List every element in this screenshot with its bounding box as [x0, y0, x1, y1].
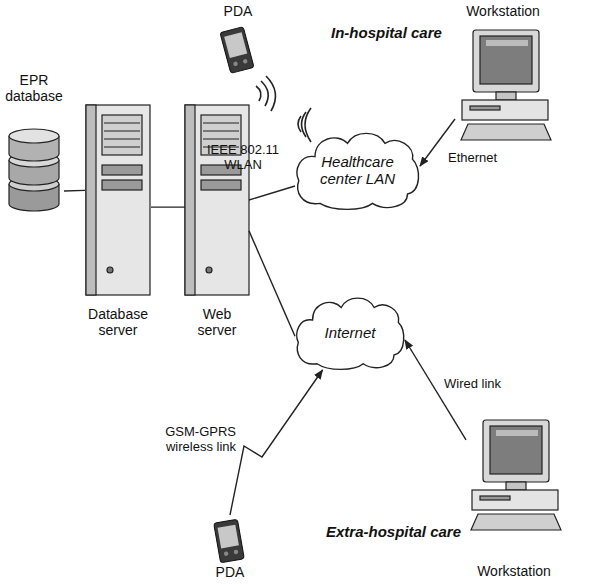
workstation-icon [461, 30, 551, 140]
device-label: Web server [192, 306, 242, 338]
device-label: Database server [85, 306, 151, 338]
drawing-part [483, 420, 549, 482]
drawing-part [201, 180, 241, 190]
drawing-part [203, 138, 239, 139]
device-label: PDA [216, 564, 245, 580]
workstation-node: Workstation [455, 3, 551, 148]
cloud-outline [297, 298, 404, 369]
drawing-part [224, 551, 229, 556]
network-cloud: Healthcare center LAN [295, 130, 420, 210]
device-label: Workstation [477, 563, 551, 579]
network-link [64, 190, 85, 192]
drawing-part [470, 106, 500, 110]
drawing-part [261, 81, 268, 106]
drawing-part [224, 32, 247, 58]
workstation-icon [471, 420, 561, 530]
drawing-part [102, 165, 142, 175]
server-node: Web server [185, 100, 249, 338]
drawing-part [496, 430, 538, 436]
drawing-part [102, 115, 142, 155]
drawing-part [506, 482, 526, 490]
cloud-outline [297, 133, 418, 209]
drawing-part [220, 27, 254, 74]
link-label: Wired link [443, 376, 502, 391]
drawing-part [107, 267, 113, 273]
pda-node: PDA [207, 515, 253, 580]
drawing-part [305, 108, 311, 142]
drawing-part [473, 30, 539, 92]
drawing-part [461, 124, 551, 140]
database-node: EPR database [4, 72, 64, 212]
drawing-part [486, 40, 528, 46]
server-node: Database server [85, 100, 151, 338]
device-label: PDA [224, 3, 253, 19]
network-name: Internet [325, 324, 376, 341]
drawing-part [266, 76, 275, 111]
drawing-part [218, 525, 239, 549]
drawing-part [480, 496, 510, 500]
network-label: IEEE 802.11 WLAN [200, 142, 286, 172]
pda-node: PDA [215, 3, 261, 75]
device-label: EPR database [4, 72, 64, 104]
link-label: Ethernet [447, 150, 498, 165]
database-icon [9, 129, 59, 211]
workstation-node: Workstation [466, 405, 562, 579]
pda-icon [214, 519, 245, 563]
drawing-part [490, 426, 542, 474]
pda-icon [220, 27, 254, 74]
drawing-part [206, 267, 212, 273]
link-label: GSM-GPRS wireless link [138, 424, 237, 454]
drawing-part [256, 86, 261, 101]
drawing-part [104, 138, 140, 139]
drawing-part [104, 146, 140, 147]
network-link [230, 370, 323, 515]
drawing-part [233, 549, 238, 554]
network-link [249, 186, 295, 200]
drawing-part [86, 105, 96, 295]
drawing-part [496, 92, 516, 100]
drawing-part [185, 105, 249, 295]
area-title: In-hospital care [330, 24, 443, 42]
drawing-part [203, 130, 239, 131]
drawing-part [242, 59, 247, 64]
drawing-part [472, 490, 558, 510]
drawing-part [102, 180, 142, 190]
drawing-part [214, 519, 245, 563]
drawing-part [203, 122, 239, 123]
drawing-part [471, 514, 561, 530]
area-title: Extra-hospital care [325, 523, 462, 541]
drawing-part [9, 129, 59, 143]
drawing-part [104, 130, 140, 131]
server-icon [185, 105, 249, 295]
network-link [249, 231, 295, 336]
drawing-part [462, 100, 548, 120]
server-icon [86, 105, 150, 295]
network-link [151, 206, 185, 207]
drawing-part [185, 105, 195, 295]
wireless-waves [256, 76, 311, 142]
drawing-part [86, 105, 150, 295]
drawing-part [104, 122, 140, 123]
network-cloud: Internet [295, 295, 405, 370]
network-name: Healthcare center LAN [315, 153, 401, 187]
drawing-part [233, 61, 238, 66]
drawing-part [298, 116, 301, 132]
drawing-part [480, 36, 532, 84]
device-label: Workstation [466, 3, 540, 19]
